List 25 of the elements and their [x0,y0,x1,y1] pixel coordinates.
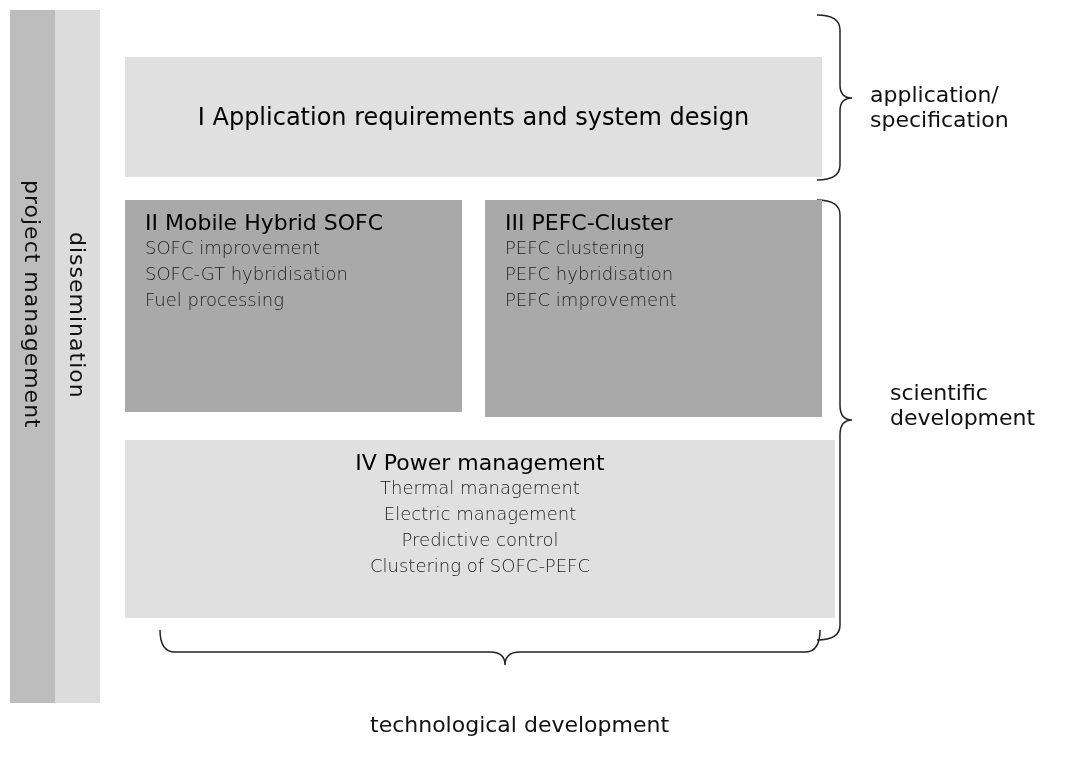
task-text: SOFC-GT hybridisation [145,262,348,286]
work-package-box [125,57,822,177]
work-package-box [485,200,822,417]
box-heading: II Mobile Hybrid SOFC [145,210,384,235]
task-text: Clustering of SOFC-PEFC [369,554,591,578]
task-text: Electric management [383,502,577,526]
work-package-box [125,200,462,412]
bracket-label: application/ specification [870,82,1010,132]
task-text: PEFC clustering [505,236,645,260]
bracket-label: technological development [370,712,670,737]
work-package-box [125,440,835,618]
task-text: PEFC improvement [505,288,677,312]
side-bar [55,10,100,703]
side-label: dissemination [65,232,90,399]
task-text: Fuel processing [145,288,284,312]
task-text: PEFC hybridisation [505,262,674,286]
bracket-label: scientific development [890,380,1037,430]
box-heading: III PEFC-Cluster [505,210,673,235]
task-text: SOFC improvement [145,236,321,260]
task-text: Thermal management [380,476,580,500]
side-bar [10,10,55,703]
box-heading: IV Power management [355,450,605,475]
side-label: project management [20,180,45,429]
box-heading: I Application requirements and system design [197,103,750,131]
task-text: Predictive control [401,528,559,552]
